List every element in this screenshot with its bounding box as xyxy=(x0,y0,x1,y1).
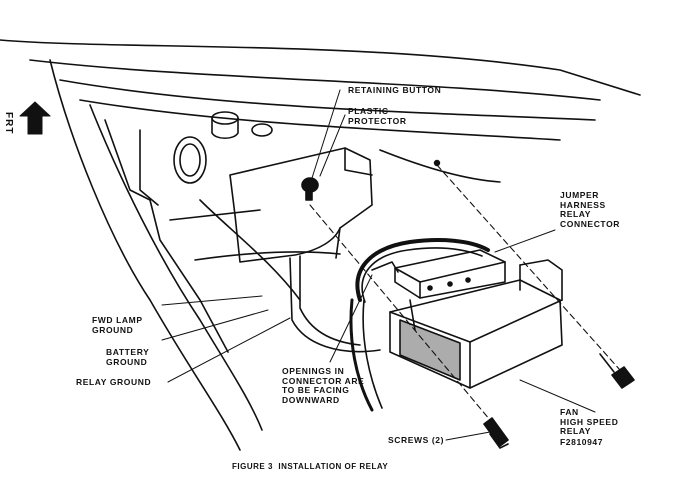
vehicle-body-outline xyxy=(0,39,641,451)
front-direction-label: FRT xyxy=(3,112,14,135)
arrow-up-icon xyxy=(19,101,51,135)
callout-screws: SCREWS (2) xyxy=(388,435,445,445)
screw-bottom xyxy=(483,417,509,449)
callout-openings-in-connector: OPENINGS IN CONNECTOR ARE TO BE FACING D… xyxy=(282,366,365,405)
callout-jumper-harness-connector: JUMPER HARNESS RELAY CONNECTOR xyxy=(560,190,621,229)
callout-battery-ground: BATTERY GROUND xyxy=(106,347,150,367)
part-number: F2810947 xyxy=(560,437,604,447)
callout-relay-ground: RELAY GROUND xyxy=(76,377,152,387)
callout-retaining-button: RETAINING BUTTON xyxy=(348,85,442,95)
plastic-protector-panel xyxy=(229,147,381,353)
callout-fwd-lamp-ground: FWD LAMP GROUND xyxy=(92,315,143,335)
body-oval-hole xyxy=(173,136,207,184)
body-round-plug xyxy=(211,111,273,140)
mounting-hole xyxy=(433,159,441,167)
figure-caption: FIGURE 3 INSTALLATION OF RELAY xyxy=(232,462,389,471)
jumper-harness-connector xyxy=(394,249,506,299)
alignment-lines xyxy=(309,164,621,421)
callout-plastic-protector: PLASTIC PROTECTOR xyxy=(348,106,407,126)
screw-right xyxy=(599,353,635,389)
wire-harness xyxy=(349,238,490,412)
retaining-button xyxy=(301,177,319,201)
callout-leaders xyxy=(161,89,596,441)
fan-high-speed-relay xyxy=(389,259,563,389)
callout-fan-high-speed-relay: FAN HIGH SPEED RELAY xyxy=(560,407,619,436)
